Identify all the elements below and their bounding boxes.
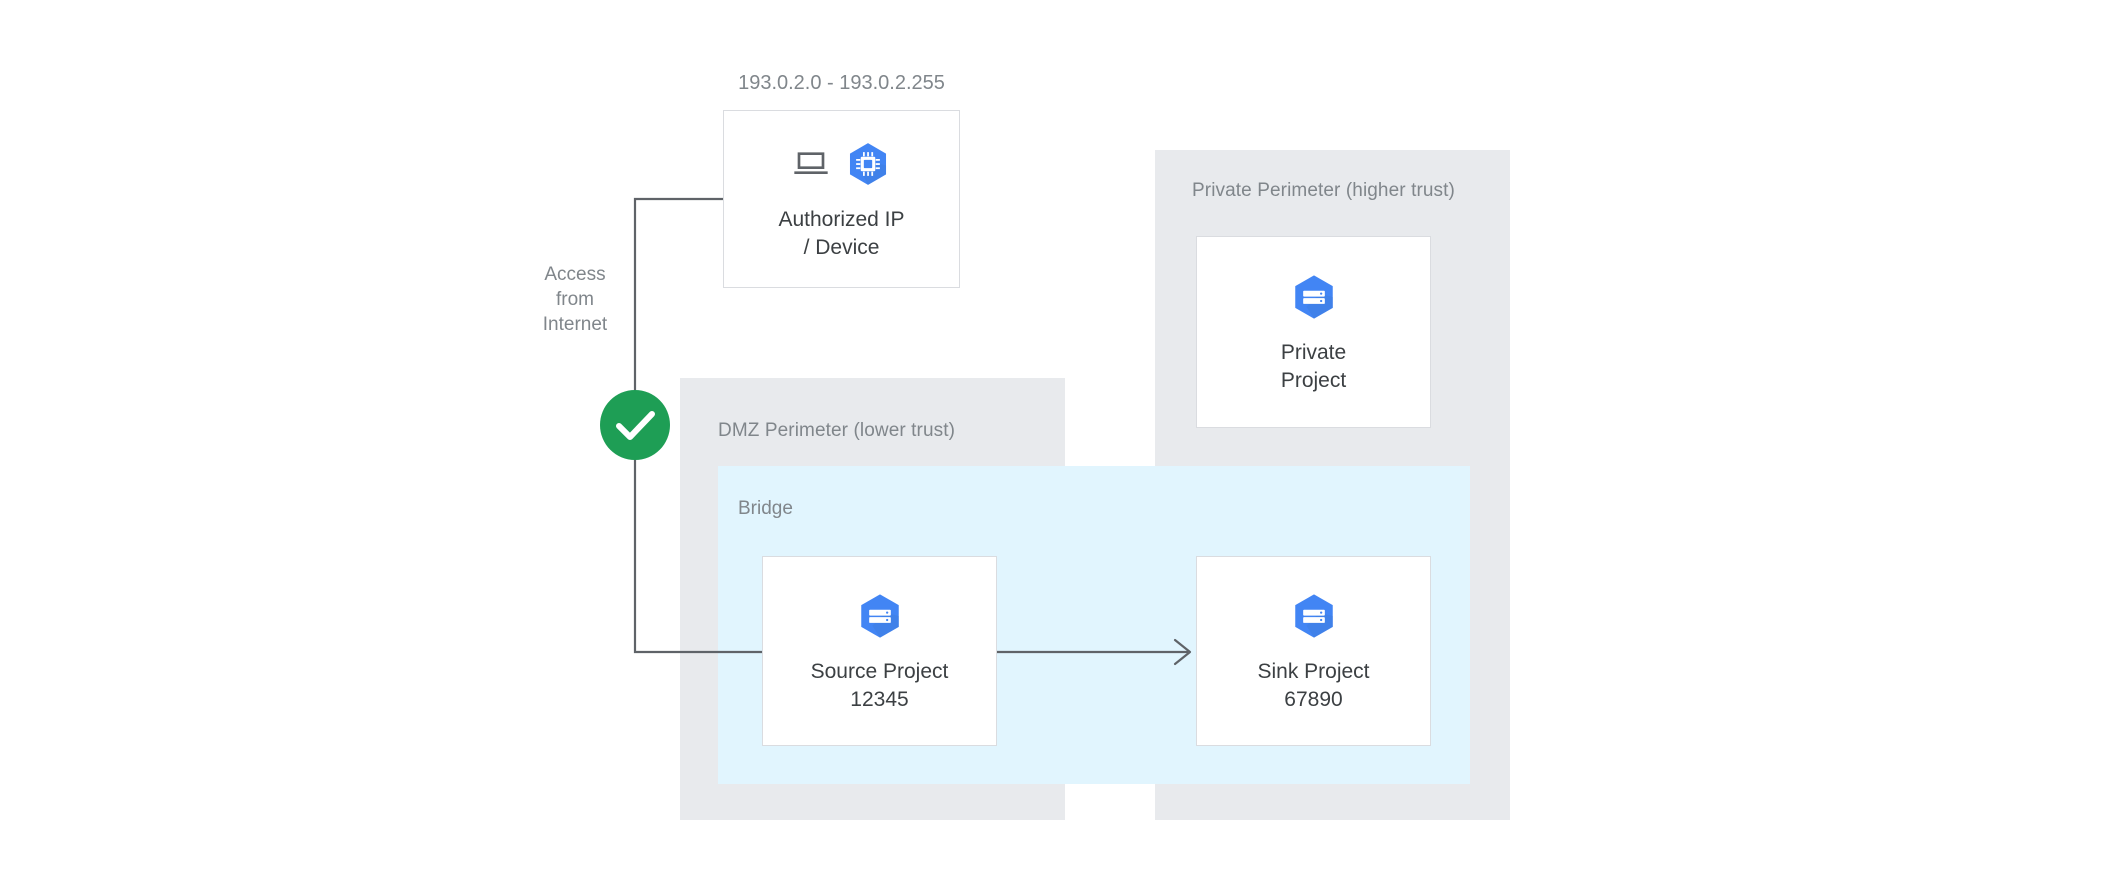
- node-icon-group: [791, 136, 893, 192]
- private-perimeter-label: Private Perimeter (higher trust): [1192, 180, 1455, 201]
- node-private-project[interactable]: Private Project: [1196, 236, 1431, 428]
- project-server-hexagon-icon: [860, 594, 899, 638]
- node-label: Sink Project 67890: [1257, 660, 1370, 711]
- access-allowed-badge: [600, 390, 670, 460]
- node-label: Source Project 12345: [810, 660, 949, 711]
- node-label: Private Project: [1280, 341, 1347, 392]
- node-icon-group: [1288, 588, 1340, 644]
- project-server-hexagon-icon: [1294, 275, 1333, 319]
- node-icon-group: [1288, 269, 1340, 325]
- dmz-perimeter-label: DMZ Perimeter (lower trust): [718, 420, 956, 441]
- laptop-icon: [793, 152, 828, 174]
- node-authorized-ip-device[interactable]: Authorized IP / Device: [723, 110, 960, 288]
- compute-chip-hexagon-icon: [849, 143, 886, 185]
- project-server-hexagon-icon: [1294, 594, 1333, 638]
- node-source-project[interactable]: Source Project 12345: [762, 556, 997, 746]
- node-sink-project[interactable]: Sink Project 67890: [1196, 556, 1431, 746]
- ip-range-label: 193.0.2.0 - 193.0.2.255: [738, 72, 945, 94]
- access-from-internet-label: Access from Internet: [542, 264, 608, 335]
- node-icon-group: [854, 588, 906, 644]
- node-label: Authorized IP / Device: [778, 208, 905, 259]
- bridge-label: Bridge: [738, 498, 793, 519]
- check-circle-icon: [600, 390, 670, 460]
